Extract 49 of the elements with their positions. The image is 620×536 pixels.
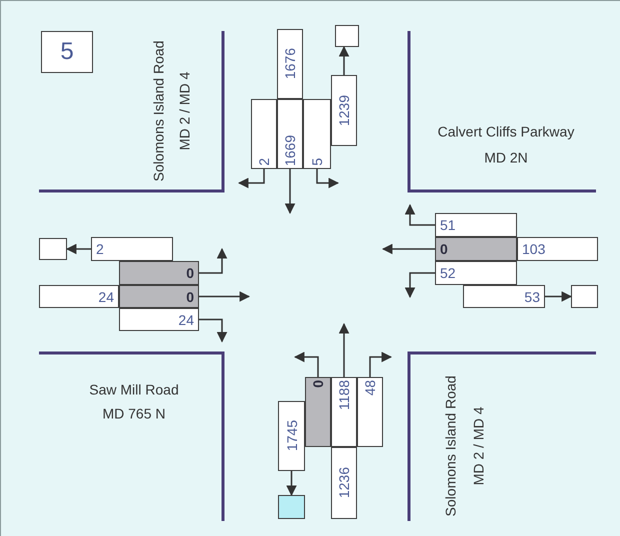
turn-arrow: [545, 291, 572, 302]
road-name-label: MD 2 / MD 4: [471, 406, 487, 486]
lane-volume-box: 5: [303, 99, 331, 169]
lane-volume-box: 0: [435, 237, 517, 261]
lane-volume-box: 1188: [331, 377, 357, 447]
lane-volume-box: 24: [119, 308, 199, 331]
lane-volume-box: 2: [251, 99, 277, 169]
lane-volume-box: 53: [463, 285, 545, 308]
turn-arrow: [338, 46, 350, 75]
road-name-label: Saw Mill Road: [89, 382, 179, 398]
lane-volume-box: 2: [91, 237, 173, 261]
road-name-label: MD 2N: [484, 150, 528, 166]
turn-arrow: [284, 169, 296, 214]
lane-volume-box: 1239: [331, 75, 357, 146]
lane-volume-box: 1676: [277, 29, 303, 99]
lane-volume-box: 103: [517, 237, 598, 261]
turn-arrow: [286, 471, 297, 496]
road-name-label: Calvert Cliffs Parkway: [438, 124, 574, 140]
lane-volume-box: 1745: [278, 401, 305, 471]
road-name-label: MD 2 / MD 4: [177, 72, 193, 150]
road-name-label: Solomons Island Road: [443, 376, 459, 516]
destination-box: [39, 238, 67, 260]
turn-arrow: [404, 272, 435, 298]
turn-arrow: [294, 352, 319, 377]
turn-arrow: [199, 318, 228, 343]
intersection-number-box: 5: [41, 31, 93, 73]
turn-arrow: [66, 244, 91, 254]
destination-box: [571, 285, 598, 308]
lane-volume-box: 24: [39, 285, 119, 308]
turn-arrow: [199, 248, 228, 274]
lane-volume-box: 0: [119, 285, 199, 308]
road-name-label: MD 765 N: [102, 406, 166, 422]
lane-volume-box: 0: [119, 261, 199, 285]
turn-arrow: [199, 291, 250, 302]
destination-box: [335, 25, 359, 47]
lane-volume-box: 0: [305, 377, 331, 447]
turn-arrow: [369, 352, 392, 377]
lane-volume-box: 1236: [331, 447, 357, 519]
turn-arrow: [238, 169, 265, 188]
turn-arrow: [338, 322, 350, 377]
lane-volume-box: 1669: [277, 99, 303, 169]
turn-arrow: [382, 244, 435, 254]
turn-arrow: [404, 204, 435, 226]
road-name-label: Solomons Island Road: [151, 40, 167, 182]
destination-box: [278, 495, 305, 519]
turn-arrow: [316, 169, 340, 188]
lane-volume-box: 52: [435, 261, 517, 285]
lane-volume-box: 48: [357, 377, 383, 447]
lane-volume-box: 51: [435, 213, 517, 237]
